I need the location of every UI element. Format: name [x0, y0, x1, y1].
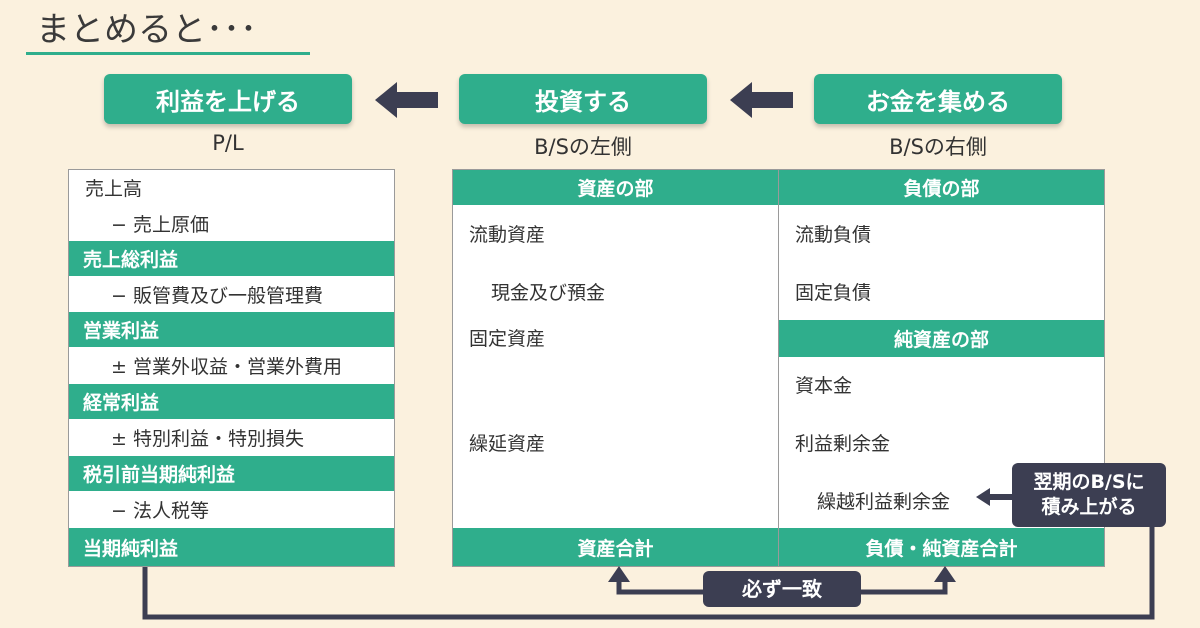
- bs-retained-earnings: 利益剰余金: [795, 433, 891, 455]
- pl-row-ordinary-profit: 経常利益: [69, 384, 394, 419]
- step-invest: 投資する: [459, 74, 707, 124]
- bs-assets-header: 資産の部: [453, 170, 778, 205]
- title-underline: [26, 52, 310, 55]
- bs-retained-earnings-carried: 繰越利益剰余金: [817, 491, 951, 513]
- pl-row-cost-of-sales: − 売上原価: [111, 213, 209, 236]
- bs-assets-total: 資産合計: [453, 528, 778, 566]
- arrow-left-icon: [730, 82, 793, 118]
- bs-current-assets: 流動資産: [469, 224, 546, 246]
- caption-bs-left: B/Sの左側: [534, 135, 632, 159]
- page-title: まとめると･･･: [36, 10, 257, 50]
- caption-pl: P/L: [212, 131, 244, 155]
- bs-deferred-assets: 繰延資産: [469, 433, 546, 455]
- bs-current-liabilities: 流動負債: [795, 224, 872, 246]
- arrow-up-icon: [934, 566, 956, 582]
- bs-liabilities-equity-total: 負債・純資産合計: [779, 528, 1104, 566]
- bs-divider: [778, 170, 779, 566]
- pl-row-net-income: 当期純利益: [69, 528, 394, 566]
- caption-bs-right: B/Sの右側: [889, 135, 987, 159]
- pl-row-pretax-profit: 税引前当期純利益: [69, 456, 394, 491]
- pl-row-extraordinary: ± 特別利益・特別損失: [111, 428, 304, 450]
- pl-row-non-operating: ± 営業外収益・営業外費用: [111, 356, 342, 378]
- bs-fixed-assets: 固定資産: [469, 328, 546, 350]
- callout-must-match: 必ず一致: [703, 571, 861, 607]
- arrow-left-icon: [375, 82, 438, 118]
- arrow-up-icon: [608, 566, 630, 582]
- pl-row-gross-profit: 売上総利益: [69, 241, 394, 276]
- bs-equity-header: 純資産の部: [779, 320, 1104, 357]
- pl-row-sga: − 販管費及び一般管理費: [111, 284, 323, 307]
- callout-next-period: 翌期のB/Sに 積み上がる: [1012, 463, 1166, 527]
- callout-next-period-line2: 積み上がる: [1041, 496, 1137, 518]
- pl-statement: 売上高 − 売上原価 売上総利益 − 販管費及び一般管理費 営業利益 ± 営業外…: [68, 169, 395, 567]
- step-raise-profit: 利益を上げる: [104, 74, 352, 124]
- balance-sheet: 資産の部 負債の部 純資産の部 流動資産 現金及び預金 固定資産 繰延資産 流動…: [452, 169, 1105, 567]
- pl-row-income-taxes: − 法人税等: [111, 500, 209, 522]
- bs-fixed-liabilities: 固定負債: [795, 282, 872, 304]
- bs-capital-stock: 資本金: [795, 375, 853, 397]
- pl-row-sales: 売上高: [85, 178, 143, 200]
- step-raise-money: お金を集める: [814, 74, 1062, 124]
- callout-next-period-line1: 翌期のB/Sに: [1033, 471, 1145, 494]
- bs-liabilities-header: 負債の部: [779, 170, 1104, 205]
- bs-cash-deposits: 現金及び預金: [491, 282, 606, 304]
- pl-row-operating-profit: 営業利益: [69, 312, 394, 347]
